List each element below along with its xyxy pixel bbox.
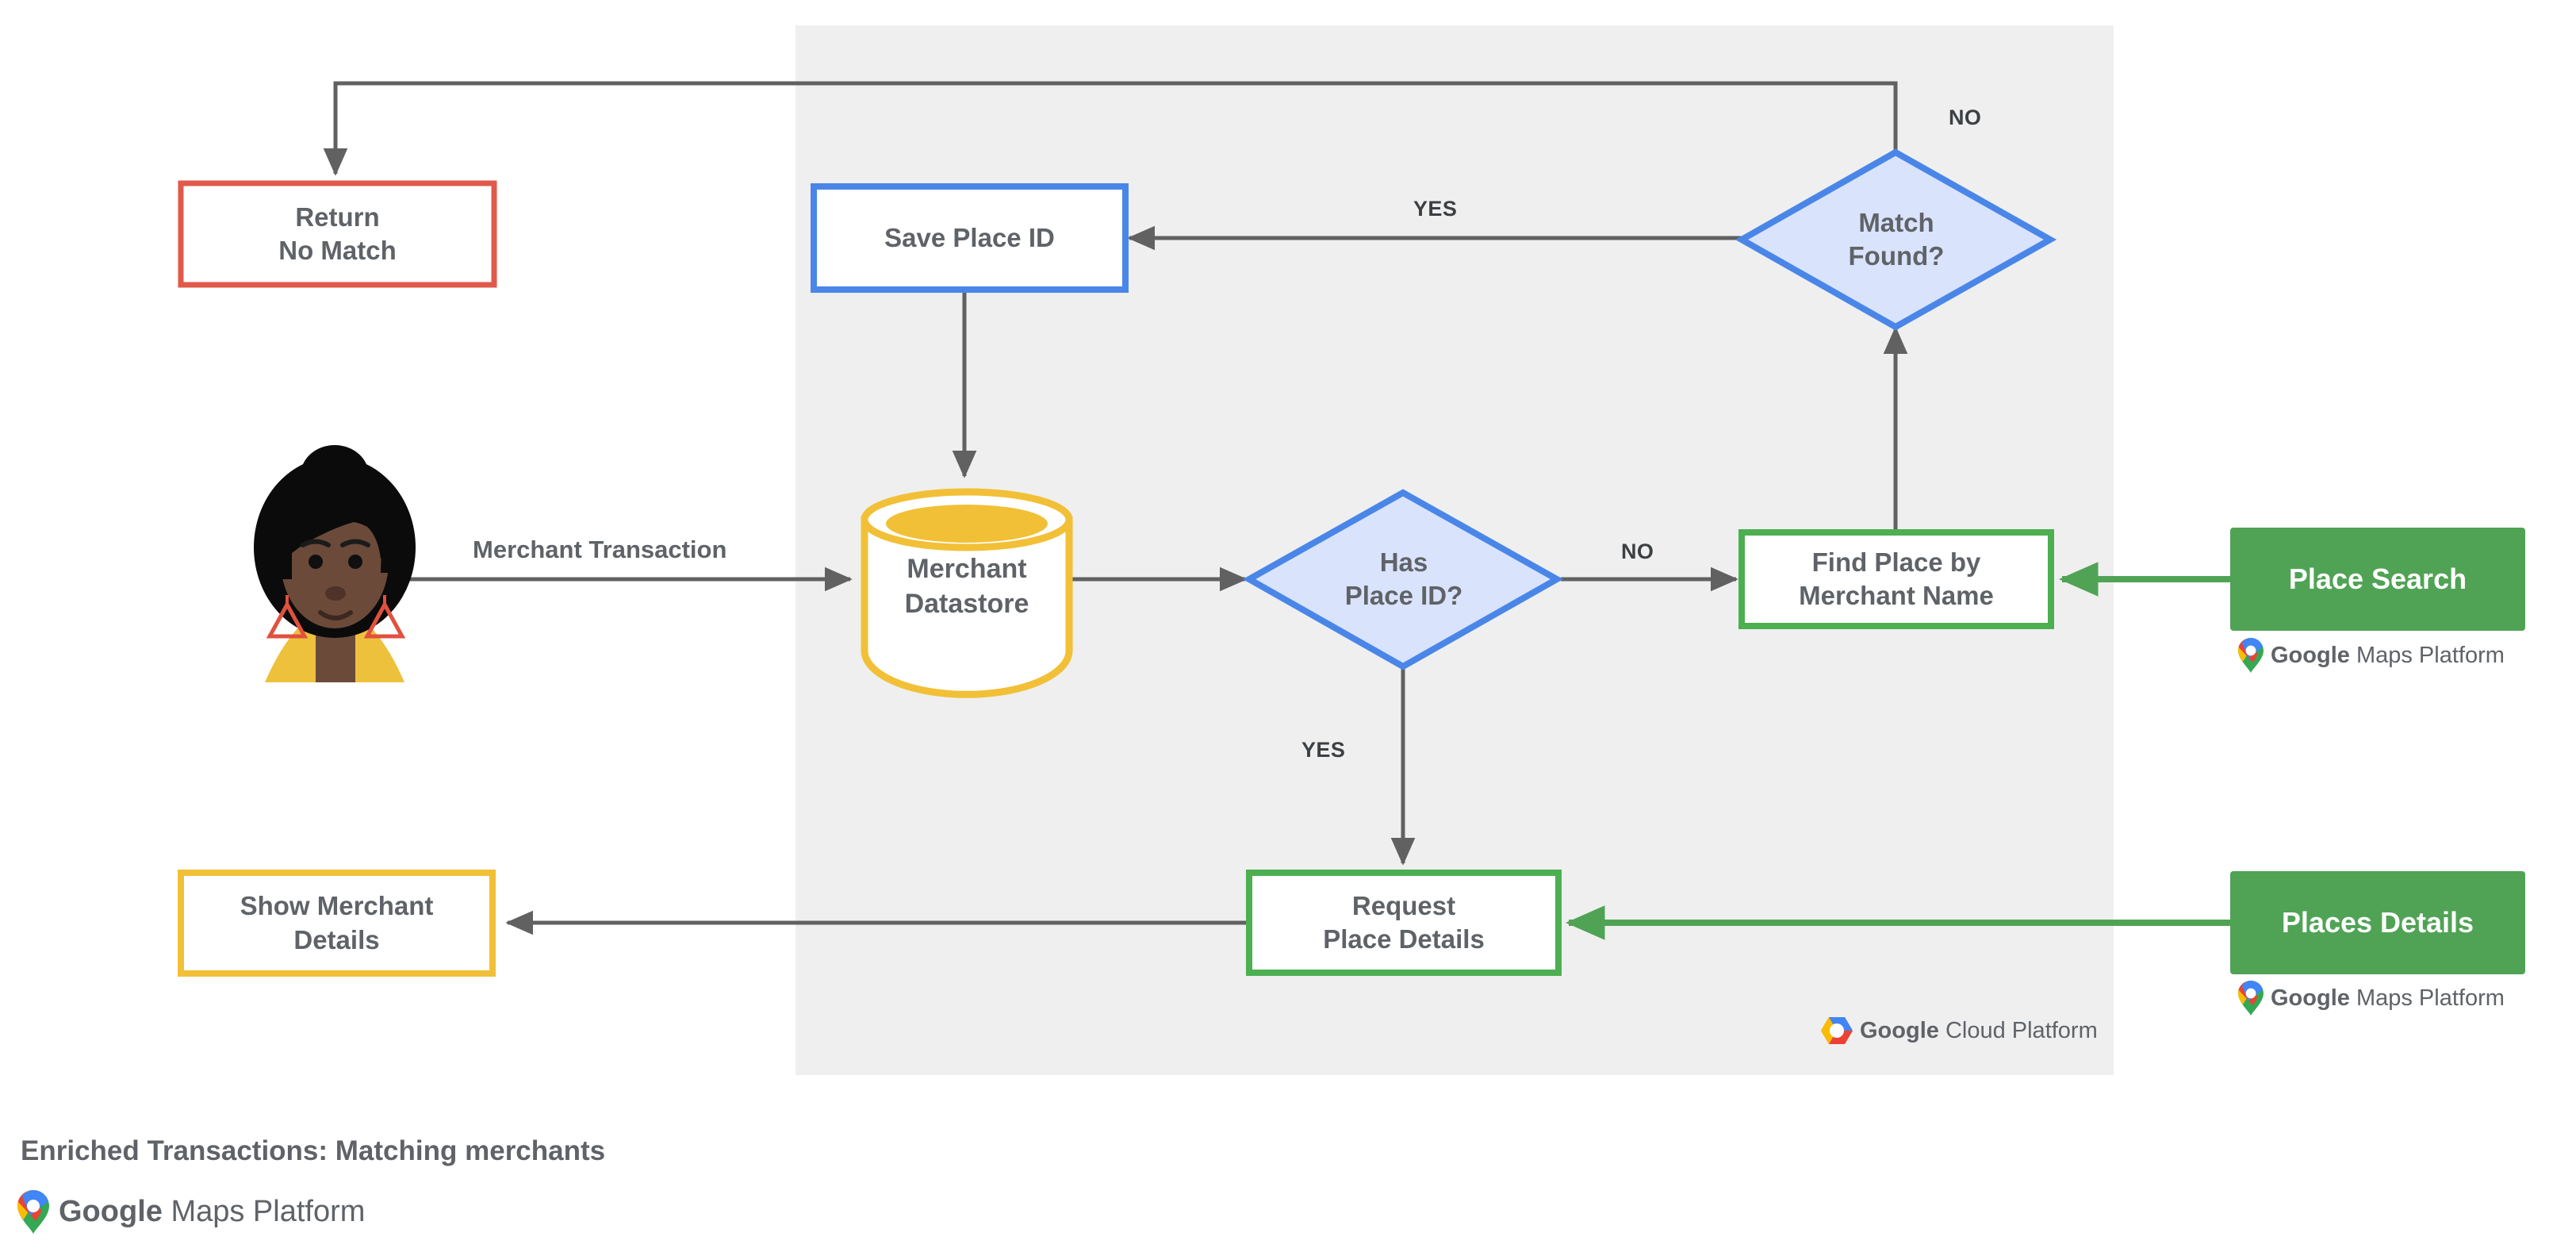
maps-platform-logo-place-search: Google Maps Platform: [2238, 638, 2505, 673]
edge-label-no-has-place-id: NO: [1621, 540, 1654, 563]
node-save-place-id[interactable]: [811, 183, 1129, 293]
node-return-no-match[interactable]: [178, 180, 497, 288]
cloud-hexagon-icon: [1821, 1017, 1853, 1044]
node-find-place-by-merchant-name[interactable]: [1738, 529, 2054, 629]
caption-maps-platform-logo: Google Maps Platform: [17, 1190, 365, 1234]
node-merchant-datastore[interactable]: [861, 488, 1073, 698]
edge-match-found-no-to-return: [323, 81, 1898, 176]
diagram-caption: Enriched Transactions: Matching merchant…: [21, 1135, 606, 1166]
edge-label-merchant-transaction: Merchant Transaction: [473, 536, 727, 563]
cloud-platform-logo: Google Cloud Platform: [1821, 1016, 2098, 1046]
merchant-customer-avatar: [254, 445, 416, 682]
edge-label-yes-match-found: YES: [1413, 197, 1458, 221]
node-has-place-id[interactable]: [1242, 489, 1564, 670]
node-match-found[interactable]: [1735, 148, 2057, 331]
node-place-search[interactable]: [2230, 528, 2525, 631]
node-request-place-details[interactable]: [1246, 870, 1562, 976]
caption-maps-platform-logo-text: Google Maps Platform: [59, 1195, 366, 1228]
cloud-platform-logo-text: Google Cloud Platform: [1860, 1017, 2098, 1043]
maps-platform-logo-text-places-details: Google Maps Platform: [2271, 985, 2505, 1011]
maps-platform-logo-places-details: Google Maps Platform: [2238, 981, 2505, 1016]
maps-platform-logo-text-place-search: Google Maps Platform: [2271, 642, 2505, 668]
edge-label-no-match-found: NO: [1949, 106, 1982, 129]
node-show-merchant-details[interactable]: [178, 870, 496, 977]
node-places-details[interactable]: [2230, 871, 2525, 974]
maps-pin-icon: [17, 1190, 49, 1234]
edge-label-yes-has-place-id: YES: [1301, 738, 1346, 762]
maps-pin-icon: [2238, 638, 2264, 673]
maps-pin-icon: [2238, 981, 2264, 1016]
